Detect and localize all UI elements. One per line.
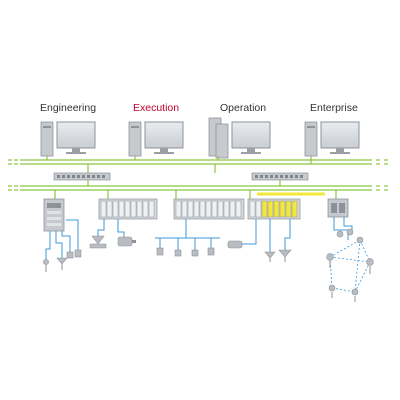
io-module bbox=[112, 200, 119, 218]
io-module bbox=[187, 200, 194, 218]
io-module bbox=[199, 200, 206, 218]
io-module bbox=[118, 200, 125, 218]
io-module bbox=[181, 200, 188, 218]
io-module-icon bbox=[173, 198, 245, 220]
io-module bbox=[205, 200, 212, 218]
io-module bbox=[106, 200, 113, 218]
network-switch-icon bbox=[251, 172, 309, 181]
io-module bbox=[223, 200, 230, 218]
io-module bbox=[279, 200, 286, 218]
level-label-execution: Execution bbox=[133, 102, 180, 114]
workstation-enterprise bbox=[304, 121, 360, 157]
io-module bbox=[217, 200, 224, 218]
pc-tower-icon bbox=[208, 117, 229, 159]
controller-icon bbox=[327, 198, 349, 218]
io-module bbox=[261, 200, 268, 218]
io-module bbox=[267, 200, 274, 218]
io-module bbox=[291, 200, 298, 218]
control-bus bbox=[8, 180, 372, 199]
io-module bbox=[193, 200, 200, 218]
valve-icon bbox=[89, 235, 107, 249]
pc-tower-icon bbox=[128, 121, 142, 157]
io-module bbox=[211, 200, 218, 218]
io-module bbox=[136, 200, 143, 218]
io-module bbox=[148, 200, 155, 218]
io-module bbox=[285, 200, 292, 218]
network-switch-icon bbox=[53, 172, 111, 181]
plant-bus-dashes bbox=[12, 158, 381, 166]
sensor-icon bbox=[74, 249, 82, 258]
wireless-mesh bbox=[329, 239, 371, 293]
workstation-execution bbox=[128, 121, 184, 157]
io-module bbox=[229, 200, 236, 218]
level-label-engineering: Engineering bbox=[40, 102, 97, 114]
io-module bbox=[273, 200, 280, 218]
monitor-icon bbox=[56, 121, 96, 154]
workstation-operation bbox=[208, 117, 271, 159]
io-module bbox=[100, 200, 107, 218]
valve-icon bbox=[264, 251, 276, 262]
controller-icon bbox=[43, 198, 65, 232]
io-module-icon bbox=[98, 198, 158, 220]
sensor-icon bbox=[43, 259, 49, 272]
control-bus-dashes bbox=[12, 184, 20, 192]
sensor-icon bbox=[329, 261, 371, 302]
valve-icon bbox=[278, 249, 292, 262]
io-module bbox=[249, 200, 256, 218]
io-module bbox=[142, 200, 149, 218]
field-wiring bbox=[45, 217, 353, 260]
pc-tower-icon bbox=[40, 121, 54, 157]
plant-bus bbox=[8, 156, 372, 173]
sensor-icon bbox=[156, 247, 215, 257]
motor-icon bbox=[227, 240, 243, 249]
io-module bbox=[130, 200, 137, 218]
motor-icon bbox=[117, 236, 136, 247]
level-label-enterprise: Enterprise bbox=[310, 102, 358, 114]
workstation-engineering bbox=[40, 121, 96, 157]
monitor-icon bbox=[144, 121, 184, 154]
io-module bbox=[124, 200, 131, 218]
io-module bbox=[235, 200, 242, 218]
io-module bbox=[175, 200, 182, 218]
wireless-node-icon bbox=[326, 228, 374, 296]
monitor-icon bbox=[231, 121, 271, 154]
monitor-icon bbox=[320, 121, 360, 154]
io-module-icon bbox=[247, 198, 301, 220]
sensor-icon bbox=[66, 251, 74, 259]
level-label-operation: Operation bbox=[220, 102, 267, 114]
io-module bbox=[255, 200, 262, 218]
pc-tower-icon bbox=[304, 121, 318, 157]
valve-icon bbox=[56, 257, 68, 270]
